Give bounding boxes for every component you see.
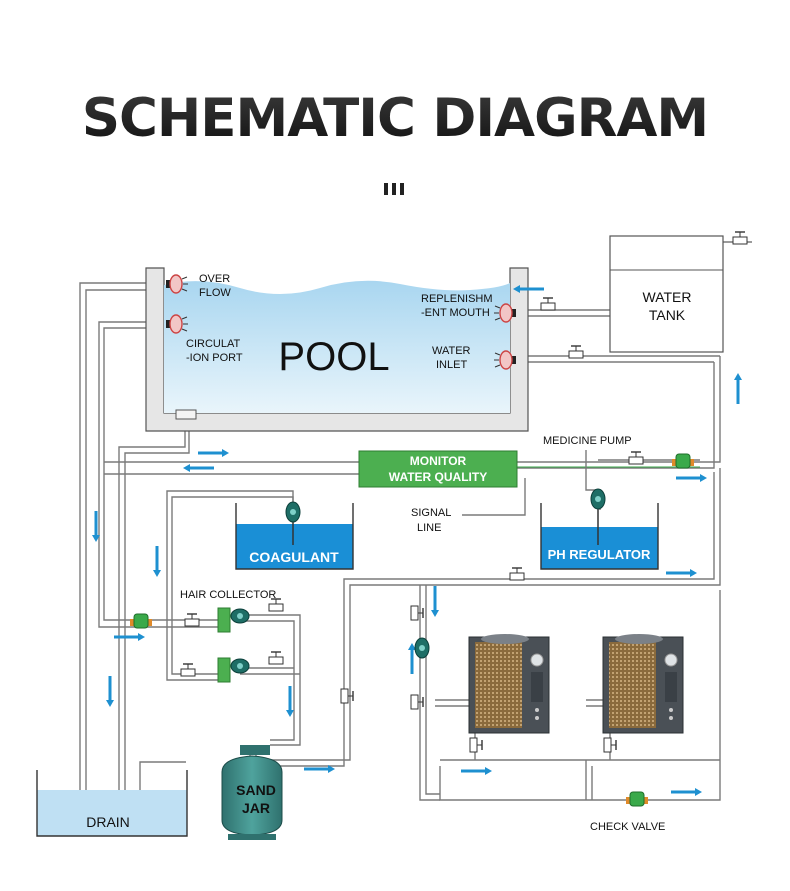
pool <box>145 267 529 432</box>
inline-pump <box>414 637 430 659</box>
circulation-label-1: CIRCULAT <box>186 338 240 350</box>
signal-line-label-1: SIGNAL <box>411 507 451 519</box>
water-inlet-label-2: INLET <box>436 359 467 371</box>
flow-arrow-icon <box>114 633 145 641</box>
monitor-box <box>358 450 518 488</box>
gate-valve-icon <box>180 663 196 677</box>
page-title: SCHEMATIC DIAGRAM <box>81 88 709 149</box>
gate-valve-icon <box>268 598 284 612</box>
pipe-network <box>79 241 752 801</box>
flow-arrow-icon <box>513 285 544 293</box>
flow-arrow-icon <box>198 449 229 457</box>
sand-jar-label-2: JAR <box>242 800 270 816</box>
check-valve-icon <box>130 613 152 629</box>
water-tank-label-1: WATER <box>643 289 692 305</box>
hair-collector-upper <box>217 607 250 633</box>
sand-jar <box>221 745 283 840</box>
gate-valve-icon <box>568 345 584 359</box>
flow-arrow-icon <box>676 474 707 482</box>
circulation-port-fitting <box>166 314 188 334</box>
replenish-label-1: REPLENISHM <box>421 293 493 305</box>
flow-arrow-icon <box>92 511 100 542</box>
overflow-fitting <box>166 274 188 294</box>
water-tank <box>609 235 724 353</box>
valve-group <box>180 231 748 753</box>
replenish-label-2: -ENT MOUTH <box>421 307 490 319</box>
gate-valve-icon <box>732 231 748 245</box>
title-divider <box>384 183 406 197</box>
medicine-pump-label: MEDICINE PUMP <box>543 435 632 447</box>
check-valve-icon <box>672 453 694 469</box>
flow-arrow-icon <box>183 464 214 472</box>
flow-arrow-icon <box>734 373 742 404</box>
water-inlet-label-1: WATER <box>432 345 471 357</box>
water-inlet-fitting <box>494 350 516 370</box>
hair-collector-label: HAIR COLLECTOR <box>180 589 276 601</box>
check-valve-group <box>130 453 694 807</box>
coagulant-tank <box>235 501 354 570</box>
drain-label: DRAIN <box>86 814 130 830</box>
flow-arrow-icon <box>666 569 697 577</box>
check-valve-icon <box>626 791 648 807</box>
replenishment-fitting <box>494 303 516 323</box>
gate-valve-icon <box>509 567 525 581</box>
coagulant-label: COAGULANT <box>249 549 339 565</box>
flow-arrow-icon <box>286 686 294 717</box>
gate-valve-icon <box>540 297 556 311</box>
flow-arrow-icon <box>304 765 335 773</box>
sand-jar-label-1: SAND <box>236 782 276 798</box>
overflow-label-1: OVER <box>199 273 230 285</box>
overflow-label-2: FLOW <box>199 287 231 299</box>
heat-pump-1 <box>468 634 550 734</box>
flow-arrow-group <box>92 285 742 796</box>
flow-arrow-icon <box>461 767 492 775</box>
gate-valve-icon <box>268 651 284 665</box>
heat-pump-2 <box>602 634 684 734</box>
flow-arrow-icon <box>408 643 416 674</box>
ph-regulator-label: PH REGULATOR <box>548 547 651 562</box>
monitor-label-2: WATER QUALITY <box>389 470 487 484</box>
pool-label: POOL <box>278 335 389 379</box>
flow-arrow-icon <box>431 586 439 617</box>
flow-arrow-icon <box>106 676 114 707</box>
circulation-label-2: -ION PORT <box>186 352 243 364</box>
gate-valve-icon <box>410 694 424 710</box>
ph-regulator-tank <box>540 488 659 570</box>
water-tank-label-2: TANK <box>649 307 686 323</box>
check-valve-label: CHECK VALVE <box>590 821 665 833</box>
hair-collector-lower <box>217 657 250 683</box>
monitor-label-1: MONITOR <box>410 454 467 468</box>
flow-arrow-icon <box>671 788 702 796</box>
gate-valve-icon <box>340 688 354 704</box>
drain-basin <box>36 770 188 837</box>
gate-valve-icon <box>410 605 424 621</box>
flow-arrow-icon <box>153 546 161 577</box>
gate-valve-icon <box>469 737 483 753</box>
gate-valve-icon <box>184 613 200 627</box>
gate-valve-icon <box>628 451 644 465</box>
signal-line-label-2: LINE <box>417 522 441 534</box>
gate-valve-icon <box>603 737 617 753</box>
